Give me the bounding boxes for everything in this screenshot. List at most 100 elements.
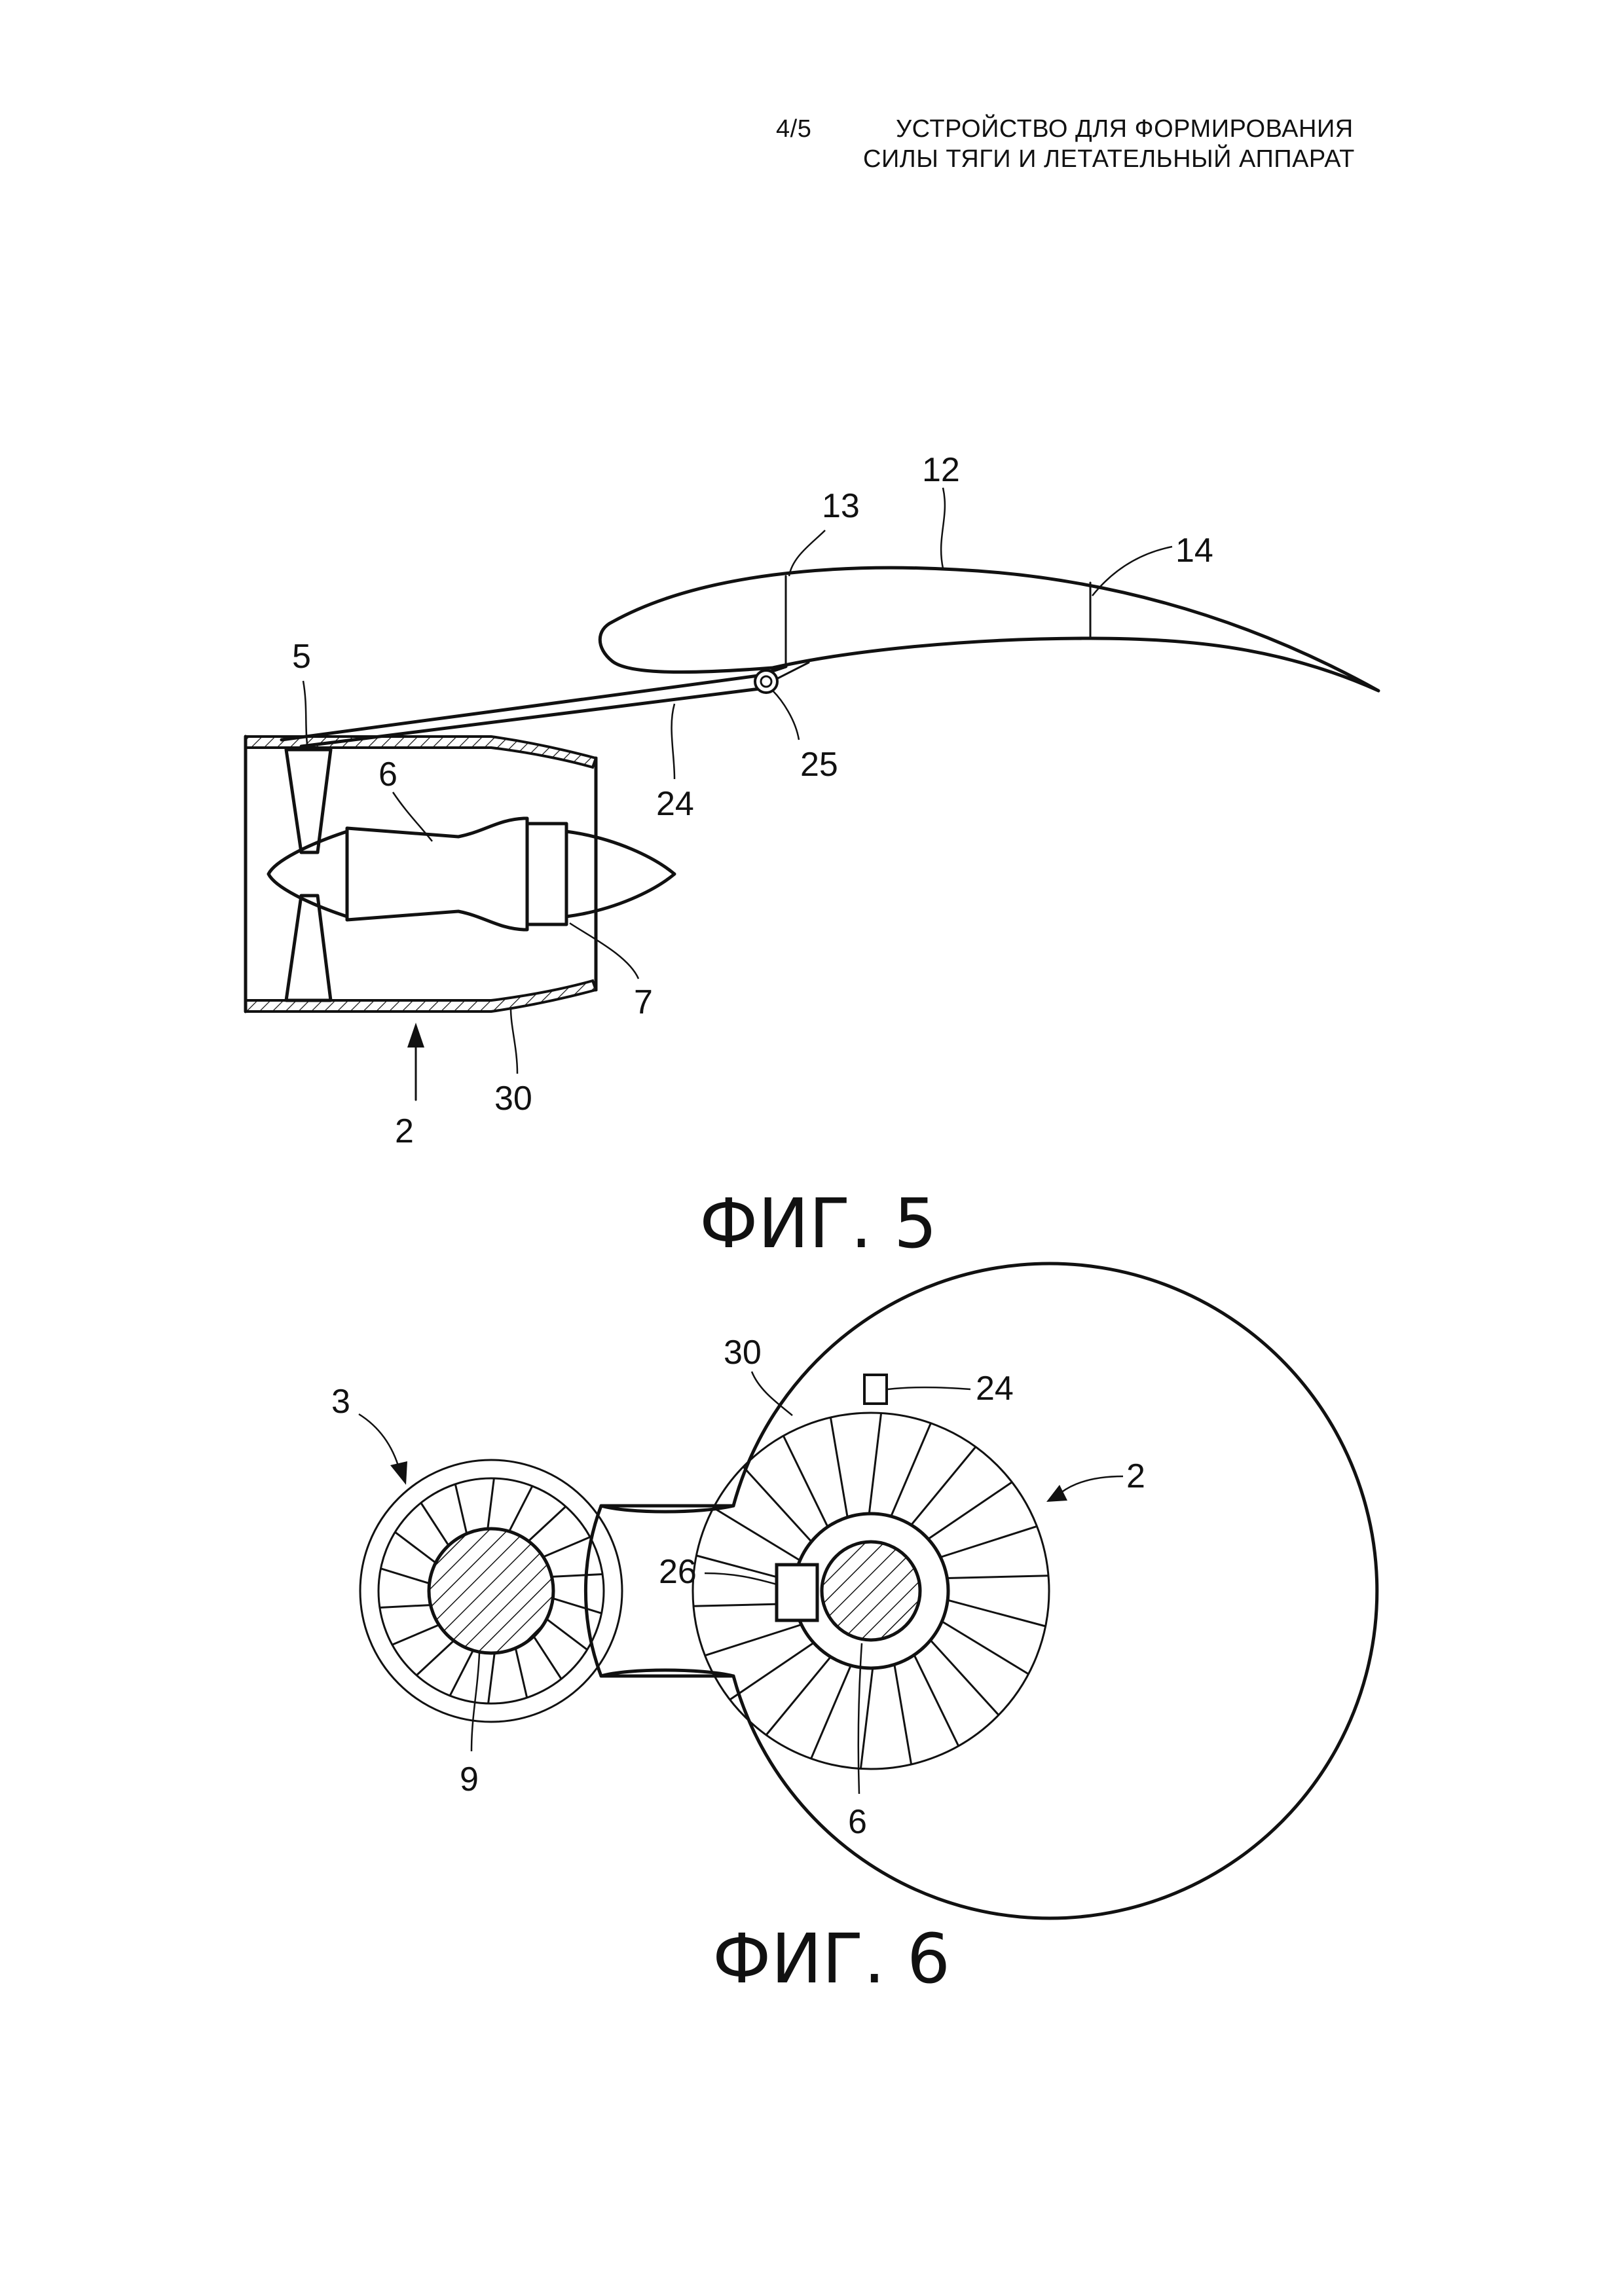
- right-fan-blade: [829, 1417, 849, 1518]
- fig6-drawing: 3 30 24 2 26 9 6 ФИГ. 6: [331, 1262, 1379, 1999]
- fan-blade-upper: [284, 748, 333, 854]
- pylon-strut: [280, 665, 788, 748]
- leader-9: [470, 1652, 481, 1752]
- title-line-2: СИЛЫ ТЯГИ И ЛЕТАТЕЛЬНЫЙ АППАРАТ: [863, 145, 1355, 173]
- left-unit-casing: [359, 1459, 623, 1723]
- assembly-arrow-head: [407, 1023, 424, 1048]
- left-fan-blade: [508, 1485, 534, 1532]
- right-fan-blade: [941, 1620, 1029, 1675]
- left-fan-blade: [545, 1618, 588, 1650]
- fan-blade-lower: [284, 894, 333, 1002]
- left-fan-blade: [392, 1624, 439, 1646]
- label-12: 12: [922, 451, 960, 489]
- nacelle-bottom-wall: [244, 979, 598, 1013]
- left-fan-blade: [552, 1597, 602, 1614]
- label-fig6-30: 30: [724, 1334, 762, 1372]
- label-fig6-3: 3: [331, 1383, 350, 1421]
- left-fan-blade: [514, 1648, 528, 1698]
- arrow-head-3: [390, 1461, 407, 1485]
- leader-30: [509, 1008, 519, 1074]
- left-fan-blade: [551, 1573, 603, 1578]
- left-fan-blade: [487, 1478, 495, 1529]
- label-30: 30: [494, 1080, 532, 1118]
- right-unit-fan-ring: [692, 1412, 1050, 1770]
- leader-6b: [857, 1643, 863, 1795]
- strut-stub: [863, 1374, 888, 1405]
- right-fan-blade: [929, 1639, 1000, 1716]
- right-fan-blade: [947, 1575, 1049, 1579]
- label-fig6-6: 6: [848, 1803, 867, 1841]
- pivot-link: [771, 661, 810, 682]
- core-engine: [345, 816, 529, 932]
- right-fan-blade: [782, 1435, 829, 1527]
- nacelle-top-wall: [244, 735, 598, 769]
- right-fan-blade: [890, 1423, 932, 1517]
- left-unit-fan-blades: [379, 1478, 603, 1704]
- label-fig6-24: 24: [976, 1370, 1014, 1408]
- housing-upper-bridge: [599, 1504, 735, 1514]
- left-fan-blade: [416, 1639, 455, 1676]
- left-thrust-unit: [359, 1459, 623, 1723]
- leader-13: [788, 530, 826, 577]
- wing-outline: [598, 566, 1380, 693]
- label-2: 2: [395, 1112, 414, 1150]
- right-fan-blade: [893, 1664, 913, 1765]
- right-fan-blade: [910, 1446, 977, 1526]
- left-fan-blade: [543, 1536, 591, 1558]
- fig5-drawing: 12 13 14 5 6 24 25 7 30 2 ФИГ. 5: [244, 451, 1380, 1264]
- left-fan-blade: [420, 1502, 450, 1546]
- right-fan-blade: [742, 1466, 813, 1542]
- right-fan-blade: [868, 1413, 883, 1514]
- left-fan-blade: [527, 1506, 566, 1542]
- leader-24b: [887, 1386, 971, 1391]
- turbine-section: [525, 822, 568, 926]
- right-fan-blade: [810, 1665, 852, 1759]
- left-fan-blade: [449, 1650, 474, 1696]
- leader-5: [302, 680, 309, 750]
- label-fig6-26: 26: [659, 1553, 697, 1591]
- label-5: 5: [292, 638, 311, 676]
- leader-arrow-3: [358, 1413, 401, 1470]
- leader-26: [704, 1572, 777, 1586]
- left-fan-blade: [379, 1604, 431, 1609]
- leader-7: [569, 922, 640, 979]
- left-fan-blade: [380, 1567, 430, 1585]
- housing-lower-bridge: [599, 1668, 735, 1678]
- figure-6-caption: ФИГ. 6: [712, 1919, 950, 1999]
- right-fan-blade: [940, 1525, 1037, 1558]
- label-14: 14: [1175, 532, 1213, 570]
- right-fan-blade: [859, 1667, 874, 1769]
- leader-6: [392, 792, 433, 842]
- figure-5-caption: ФИГ. 5: [699, 1184, 937, 1264]
- right-unit-core: [820, 1540, 922, 1642]
- right-fan-blade: [729, 1642, 815, 1701]
- leader-14: [1092, 545, 1173, 596]
- leader-25: [772, 690, 800, 740]
- leader-30b: [750, 1371, 793, 1416]
- arrow-head-2: [1046, 1485, 1067, 1502]
- label-fig6-9: 9: [460, 1760, 479, 1798]
- label-24: 24: [656, 785, 694, 823]
- pivot-joint-inner: [760, 675, 773, 688]
- left-unit-core: [427, 1527, 555, 1655]
- left-unit-fan-ring: [377, 1477, 605, 1705]
- right-fan-blade: [765, 1656, 832, 1736]
- label-13: 13: [822, 487, 860, 525]
- left-fan-blade: [532, 1635, 563, 1680]
- right-fan-blade: [705, 1624, 802, 1657]
- spinner: [267, 829, 349, 919]
- label-6: 6: [378, 756, 397, 793]
- right-fan-blade: [947, 1599, 1046, 1628]
- page-number: 4/5: [776, 115, 812, 143]
- left-fan-blade: [487, 1652, 496, 1704]
- label-fig6-2: 2: [1126, 1457, 1145, 1495]
- right-thrust-unit: [692, 1374, 1050, 1770]
- right-fan-blade: [913, 1654, 960, 1747]
- leader-12: [940, 487, 946, 569]
- exhaust-cone: [564, 829, 676, 919]
- label-7: 7: [634, 983, 653, 1021]
- left-fan-blade: [454, 1484, 468, 1534]
- right-fan-blade: [927, 1481, 1013, 1540]
- label-25: 25: [800, 746, 838, 784]
